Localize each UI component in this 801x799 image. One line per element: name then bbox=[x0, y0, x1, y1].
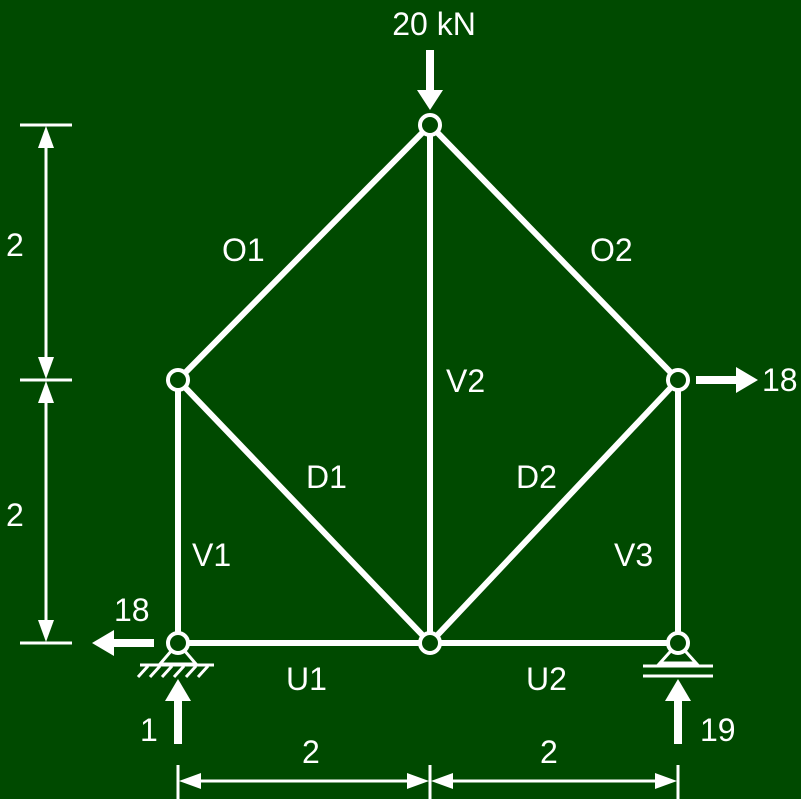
dimension-vertical bbox=[20, 123, 72, 645]
node-bottom-left bbox=[166, 631, 190, 655]
load-arrow-top bbox=[417, 50, 443, 110]
node-bottom-center bbox=[418, 631, 442, 655]
reaction-label-left-horizontal: 18 bbox=[114, 592, 150, 628]
dimension-label-height-upper: 2 bbox=[6, 227, 24, 263]
dimension-label-height-lower: 2 bbox=[6, 497, 24, 533]
member-d2 bbox=[427, 377, 681, 646]
load-label-top: 20 kN bbox=[392, 6, 476, 42]
reaction-arrow-left-vertical bbox=[165, 679, 191, 744]
truss-nodes bbox=[166, 113, 690, 655]
reaction-label-left-vertical: 1 bbox=[140, 712, 158, 748]
member-o1 bbox=[175, 122, 433, 383]
member-label-d1: D1 bbox=[306, 459, 347, 495]
load-label-right: 18 bbox=[762, 362, 798, 398]
dimension-label-width-left: 2 bbox=[302, 734, 320, 770]
dimension-label-width-right: 2 bbox=[540, 734, 558, 770]
member-o2 bbox=[427, 122, 681, 383]
member-label-v1: V1 bbox=[192, 537, 231, 573]
node-top bbox=[418, 113, 442, 137]
member-label-d2: D2 bbox=[516, 459, 557, 495]
reaction-arrow-left-horizontal bbox=[92, 630, 154, 656]
member-label-v3: V3 bbox=[614, 537, 653, 573]
reaction-label-right-vertical: 19 bbox=[700, 712, 736, 748]
member-label-u2: U2 bbox=[526, 661, 567, 697]
dimension-horizontal bbox=[176, 765, 680, 799]
node-left-mid bbox=[166, 368, 190, 392]
load-arrow-right bbox=[696, 367, 758, 393]
truss-members bbox=[175, 122, 681, 646]
roller-support-right bbox=[643, 640, 713, 678]
member-label-o1: O1 bbox=[222, 232, 265, 268]
reaction-arrow-right-vertical bbox=[665, 679, 691, 744]
member-label-u1: U1 bbox=[286, 661, 327, 697]
member-label-o2: O2 bbox=[590, 232, 633, 268]
node-right-mid bbox=[666, 368, 690, 392]
member-label-v2: V2 bbox=[446, 363, 485, 399]
node-bottom-right bbox=[666, 631, 690, 655]
pin-support-left bbox=[136, 640, 214, 679]
member-d1 bbox=[175, 377, 433, 646]
